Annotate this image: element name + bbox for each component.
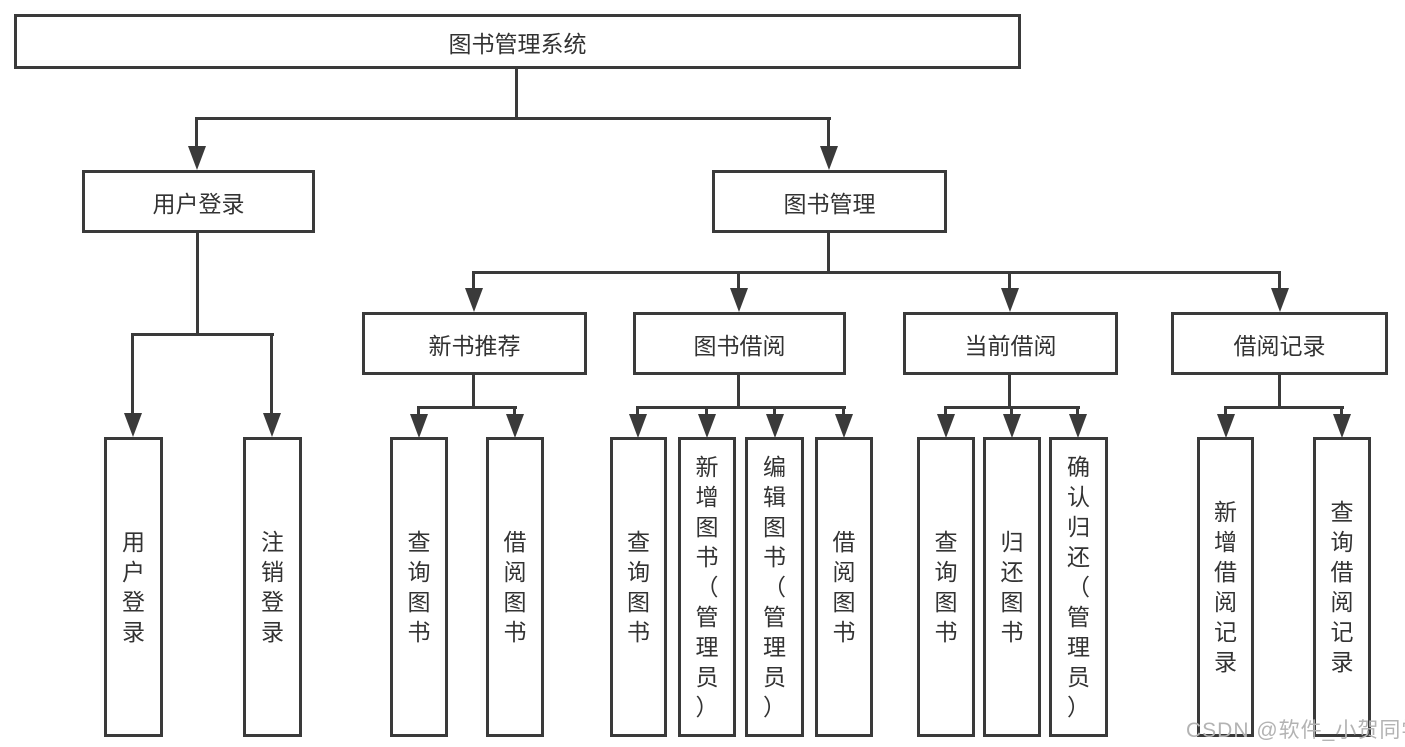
node-library-management-system: 图书管理系统 [14, 14, 1021, 69]
connector-line [737, 271, 740, 290]
connector-line [737, 374, 740, 408]
node-label: 借 阅 图 书 [503, 529, 527, 645]
connector-line [773, 406, 776, 418]
node-label: 确 认 归 还 （ 管 理 员 ） [1067, 454, 1090, 720]
leaf-borrow-books-borrowing: 借 阅 图 书 [815, 437, 873, 737]
node-label: 编 辑 图 书 （ 管 理 员 ） [763, 454, 786, 720]
connector-line [827, 233, 830, 273]
connector-line [636, 406, 639, 418]
arrow-down-icon [1217, 414, 1235, 438]
node-user-login: 用户登录 [82, 170, 315, 233]
connector-line [513, 406, 516, 418]
leaf-user-login: 用 户 登 录 [104, 437, 163, 737]
connector-rail [132, 333, 274, 336]
node-label: 查 询 图 书 [627, 529, 650, 645]
connector-root-stem [515, 69, 518, 118]
leaf-logout: 注 销 登 录 [243, 437, 302, 737]
node-label: 用 户 登 录 [122, 529, 145, 645]
arrow-down-icon [937, 414, 955, 438]
leaf-add-book-admin: 新 增 图 书 （ 管 理 员 ） [678, 437, 736, 737]
connector-level2-rail [473, 271, 1281, 274]
connector-line [1008, 271, 1011, 290]
leaf-return-book: 归 还 图 书 [983, 437, 1041, 737]
node-label: 图书管理 [783, 190, 876, 217]
arrow-down-icon [465, 288, 483, 312]
connector-rail [637, 406, 846, 409]
connector-line [196, 233, 199, 334]
connector-level1-rail [196, 117, 831, 120]
connector-line [131, 333, 134, 414]
arrow-down-icon [1271, 288, 1289, 312]
node-label: 借阅记录 [1233, 332, 1326, 359]
node-label: 注 销 登 录 [261, 529, 284, 645]
connector-line [827, 117, 830, 148]
node-label: 新 增 图 书 （ 管 理 员 ） [695, 454, 719, 720]
node-label: 图书借阅 [693, 332, 786, 359]
arrow-down-icon [1069, 414, 1087, 438]
connector-line [270, 333, 273, 414]
node-current-borrowing: 当前借阅 [903, 312, 1118, 375]
node-label: 图书管理系统 [448, 30, 587, 57]
connector-line [1076, 406, 1079, 418]
connector-line [1278, 374, 1281, 408]
node-label: 归 还 图 书 [1000, 529, 1024, 645]
connector-line [417, 406, 420, 418]
connector-line [472, 374, 475, 408]
arrow-down-icon [506, 414, 524, 438]
node-label: 新书推荐 [428, 332, 521, 359]
arrow-down-icon [410, 414, 428, 438]
arrow-down-icon [263, 413, 281, 437]
leaf-confirm-return-admin: 确 认 归 还 （ 管 理 员 ） [1049, 437, 1108, 737]
arrow-down-icon [188, 146, 206, 170]
connector-line [944, 406, 947, 418]
node-book-borrowing: 图书借阅 [633, 312, 846, 375]
connector-line [705, 406, 708, 418]
node-label: 用户登录 [152, 190, 245, 217]
leaf-query-books-current: 查 询 图 书 [917, 437, 975, 737]
arrow-down-icon [766, 414, 784, 438]
node-label: 查 询 图 书 [934, 529, 958, 645]
arrow-down-icon [835, 414, 853, 438]
connector-line [195, 117, 198, 148]
node-book-management: 图书管理 [712, 170, 947, 233]
node-label: 查 询 图 书 [407, 529, 431, 645]
leaf-query-books-borrowing: 查 询 图 书 [610, 437, 667, 737]
arrow-down-icon [1003, 414, 1021, 438]
arrow-down-icon [820, 146, 838, 170]
arrow-down-icon [1001, 288, 1019, 312]
connector-line [1278, 271, 1281, 290]
connector-line [842, 406, 845, 418]
connector-line [1340, 406, 1343, 418]
leaf-edit-book-admin: 编 辑 图 书 （ 管 理 员 ） [745, 437, 804, 737]
connector-line [1224, 406, 1227, 418]
connector-line [1008, 374, 1011, 408]
node-label: 新 增 借 阅 记 录 [1214, 499, 1237, 675]
connector-line [472, 271, 475, 290]
arrow-down-icon [629, 414, 647, 438]
node-borrowing-records: 借阅记录 [1171, 312, 1388, 375]
arrow-down-icon [730, 288, 748, 312]
node-label: 查 询 借 阅 记 录 [1330, 499, 1354, 675]
leaf-add-borrow-record: 新 增 借 阅 记 录 [1197, 437, 1254, 737]
node-new-book-recommendation: 新书推荐 [362, 312, 587, 375]
arrow-down-icon [124, 413, 142, 437]
node-label: 当前借阅 [964, 332, 1057, 359]
leaf-query-books-recommend: 查 询 图 书 [390, 437, 448, 737]
connector-rail [418, 406, 517, 409]
connector-line [1010, 406, 1013, 418]
connector-rail [1224, 406, 1344, 409]
arrow-down-icon [1333, 414, 1351, 438]
arrow-down-icon [698, 414, 716, 438]
leaf-borrow-books-recommend: 借 阅 图 书 [486, 437, 544, 737]
leaf-query-borrow-record: 查 询 借 阅 记 录 [1313, 437, 1371, 737]
watermark: CSDN @软件_小贺同学 [1186, 719, 1405, 742]
node-label: 借 阅 图 书 [832, 529, 856, 645]
